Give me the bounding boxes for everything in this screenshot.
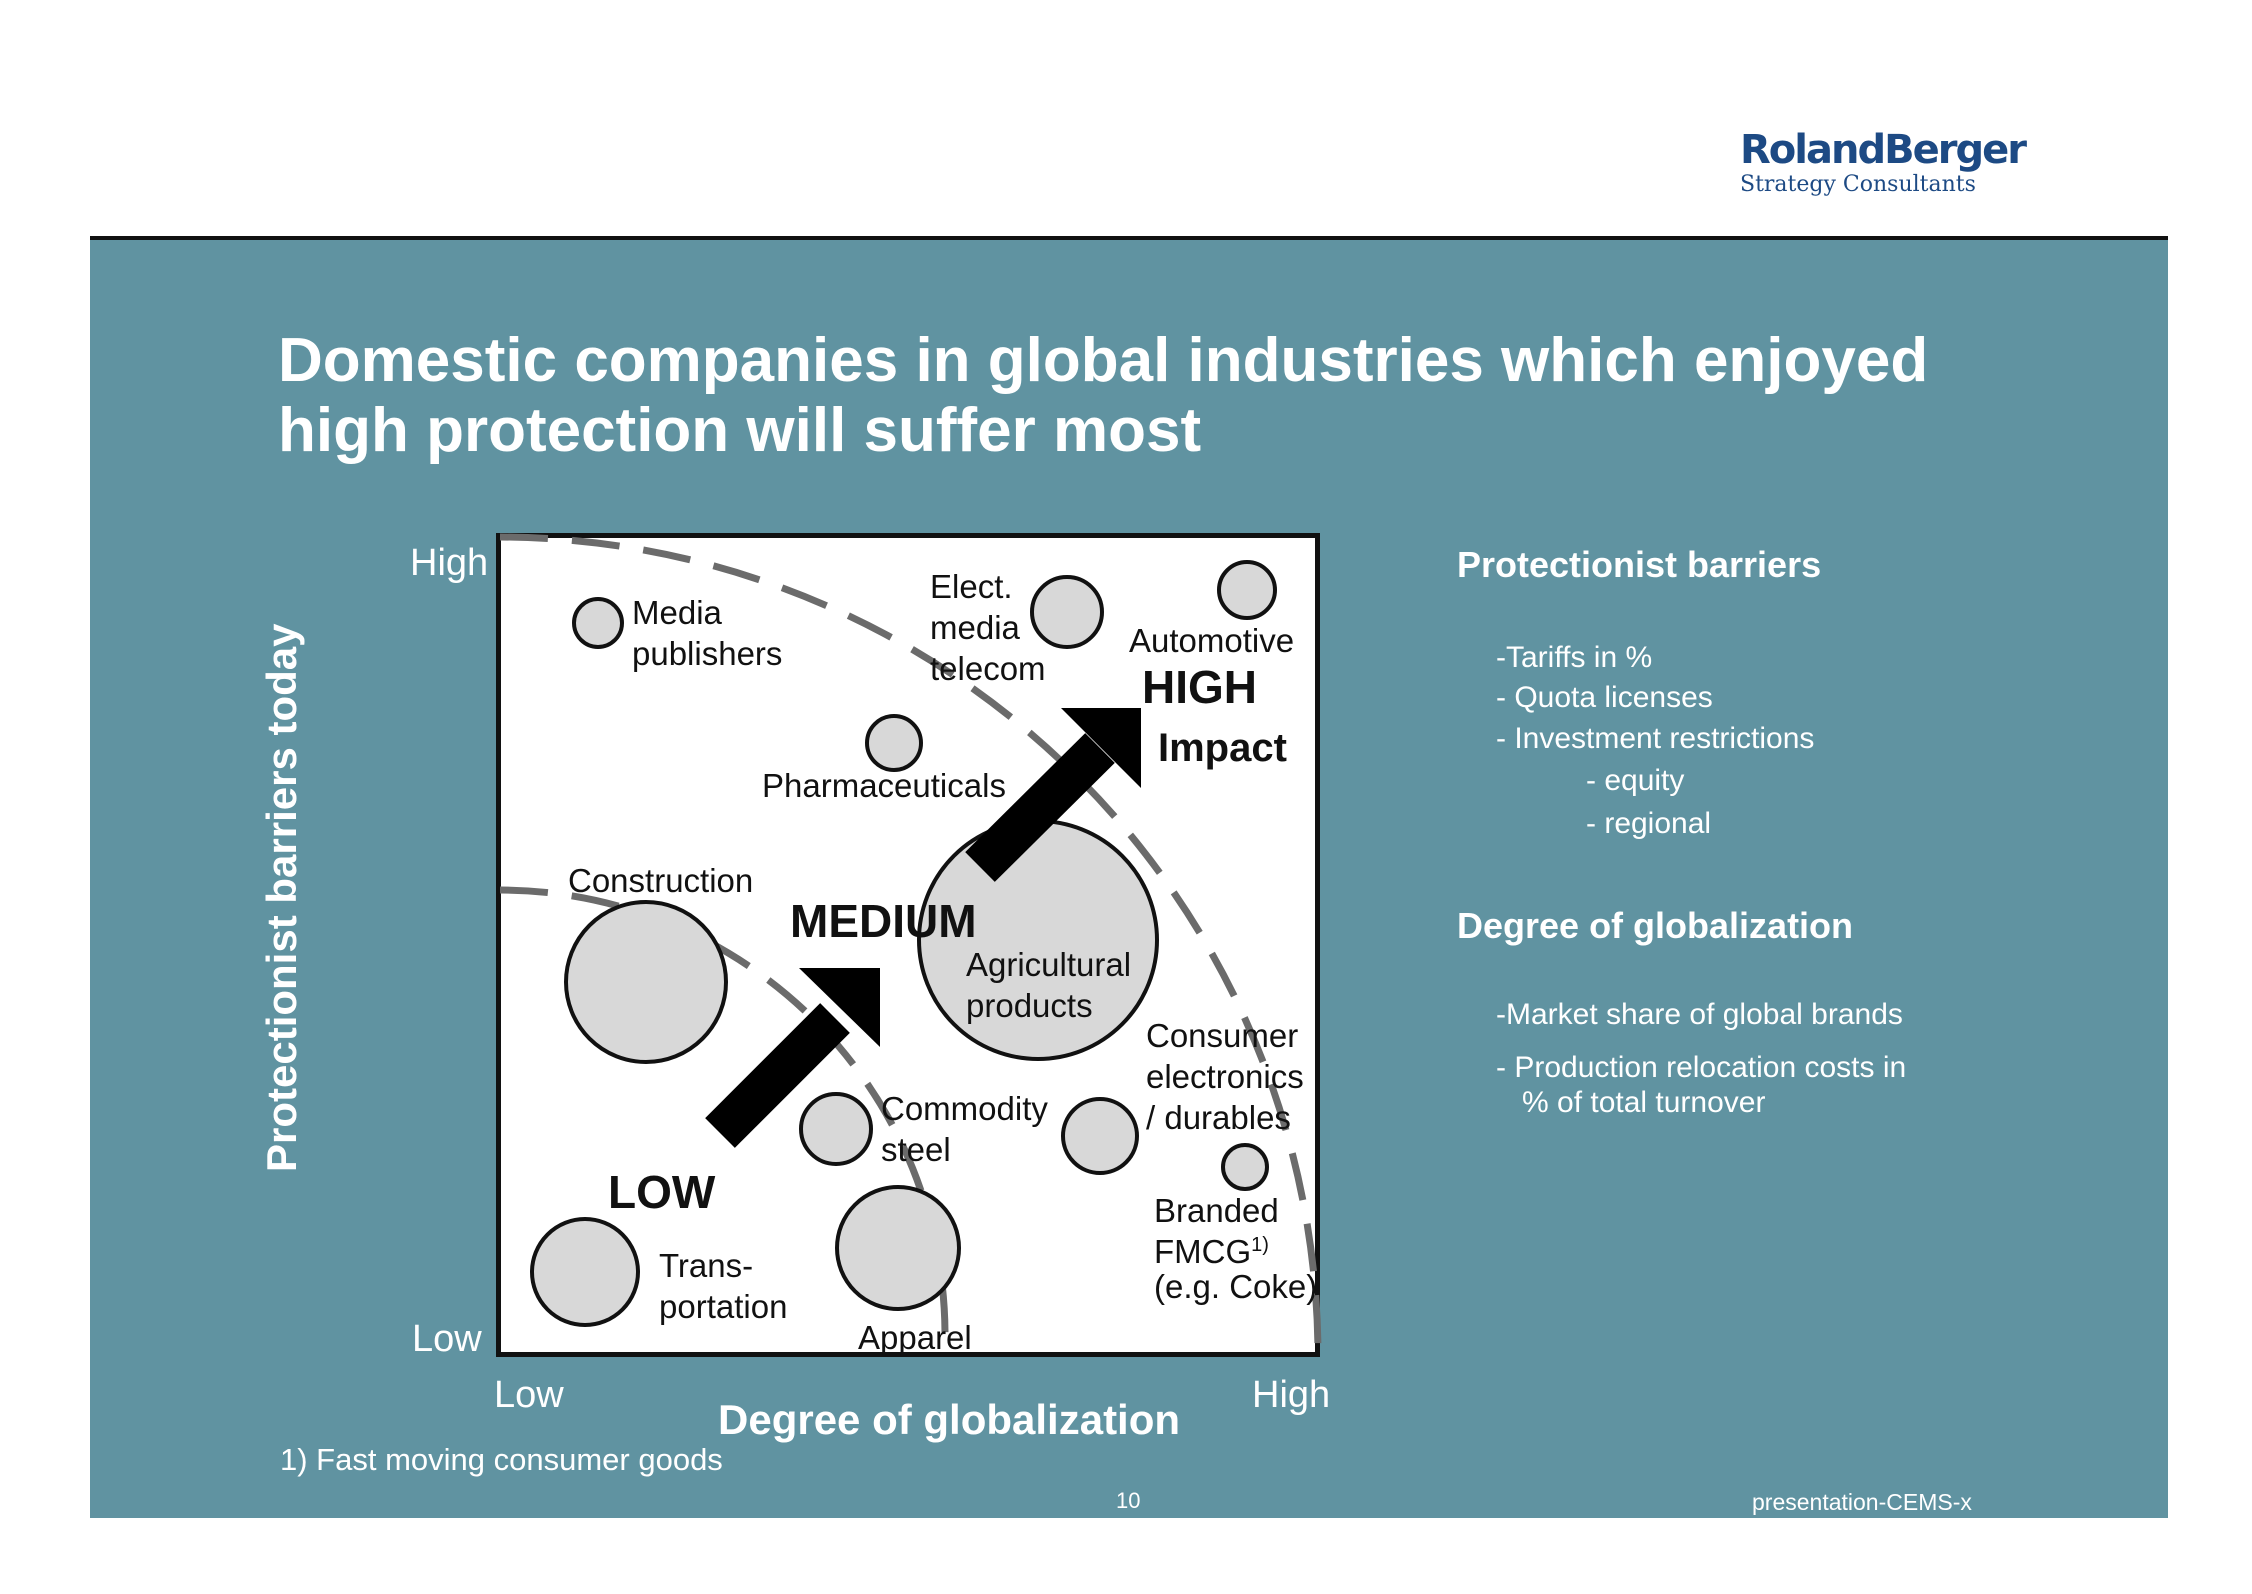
title-line-1: Domestic companies in global industries …: [278, 326, 1929, 395]
barriers-heading: Protectionist barriers: [1457, 544, 1822, 585]
transport-circle: [530, 1217, 640, 1327]
globalization-item-market-share: -Market share of global brands: [1496, 998, 1903, 1031]
high-zone-boundary: [499, 533, 1322, 1356]
pharma-circle: [865, 714, 923, 772]
x-axis-high-label: High: [1252, 1374, 1331, 1416]
low-to-medium-arrow: [705, 968, 880, 1148]
page-number: 10: [1116, 1488, 1141, 1513]
document-id: presentation-CEMS-x: [1752, 1489, 1972, 1515]
zone-high-label: HIGH: [1142, 661, 1257, 713]
x-axis-low-label: Low: [494, 1374, 564, 1416]
consumer-circle: [1061, 1097, 1139, 1175]
globalization-item-relocation: - Production relocation costs in: [1496, 1051, 1907, 1084]
zone-impact-label: Impact: [1158, 726, 1287, 770]
footnote: 1) Fast moving consumer goods: [280, 1442, 723, 1477]
construction-circle: [564, 900, 728, 1064]
company-logo: RolandBerger Strategy Consultants: [1740, 127, 2027, 198]
commodity-circle: [799, 1092, 873, 1166]
x-axis-title: Degree of globalization: [718, 1396, 1181, 1443]
barriers-item-tariffs: -Tariffs in %: [1496, 641, 1653, 674]
zone-medium-label: MEDIUM: [790, 895, 977, 947]
construction-label: Construction: [568, 862, 754, 899]
apparel-label: Apparel: [858, 1319, 972, 1356]
automotive-label: Automotive: [1129, 622, 1295, 659]
pharma-label: Pharmaceuticals: [762, 767, 1006, 804]
fmcg-label: Branded FMCG1) (e.g. Coke): [1154, 1192, 1318, 1305]
zone-low-label: LOW: [608, 1166, 716, 1218]
barriers-item-quota: - Quota licenses: [1496, 681, 1713, 714]
barriers-item-regional: - regional: [1586, 807, 1712, 840]
barriers-item-investment: - Investment restrictions: [1496, 722, 1815, 755]
fmcg-circle: [1221, 1143, 1269, 1191]
y-axis-high-label: High: [410, 542, 489, 584]
logo-name: RolandBerger: [1740, 127, 2027, 173]
automotive-circle: [1217, 560, 1277, 620]
globalization-item-turnover: % of total turnover: [1522, 1086, 1766, 1119]
transport-label: Trans-portation: [659, 1247, 788, 1325]
elect-media-circle: [1030, 575, 1104, 649]
medium-to-high-arrow: [965, 708, 1141, 882]
y-axis-low-label: Low: [412, 1318, 482, 1360]
header-rule: [90, 236, 2168, 240]
title-line-2: high protection will suffer most: [278, 396, 1202, 465]
slide-title: Domestic companies in global industries …: [278, 326, 2038, 466]
media-circle: [572, 597, 624, 649]
logo-subtitle: Strategy Consultants: [1740, 172, 1976, 197]
globalization-heading: Degree of globalization: [1457, 905, 1854, 946]
apparel-circle: [835, 1185, 961, 1311]
barriers-item-equity: - equity: [1586, 764, 1685, 797]
